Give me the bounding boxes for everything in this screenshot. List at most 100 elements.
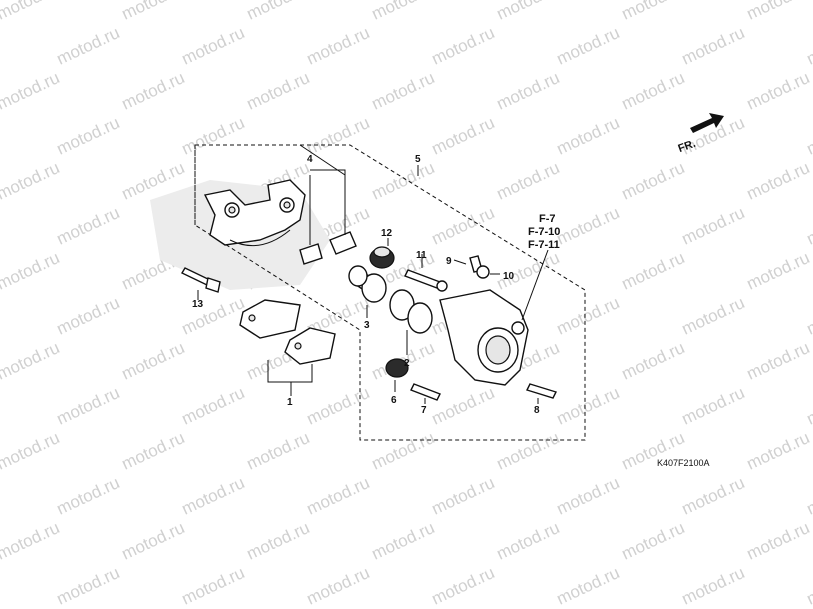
fr-direction-arrow: FR. [677,113,724,155]
callout-13: 13 [192,299,204,310]
watermark-text: motod.ru [554,23,623,69]
watermark-text: motod.ru [804,563,813,609]
watermark-text: motod.ru [244,518,313,564]
cap-10 [476,265,490,279]
watermark-text: motod.ru [304,383,373,429]
watermark-text: motod.ru [744,158,813,204]
watermark-text: motod.ru [179,563,248,609]
ref-f7-11: F-7-11 [528,239,560,251]
callout-10: 10 [503,271,515,282]
watermark-text: motod.ru [679,473,748,519]
watermark-text: motod.ru [179,293,248,339]
boot-6 [385,358,409,378]
brake-pads [239,299,336,365]
watermark-text: motod.ru [179,23,248,69]
callout-1: 1 [287,397,293,408]
bolt-8 [526,383,557,399]
watermark-text: motod.ru [0,158,62,204]
watermark-text: motod.ru [494,0,563,24]
callout-3: 3 [364,320,370,331]
watermark-text: motod.ru [54,293,123,339]
watermark-text: motod.ru [494,428,563,474]
watermark-text: motod.ru [369,0,438,24]
watermark-text: motod.ru [619,0,688,24]
callout-4: 4 [307,154,313,165]
watermark-text: motod.ru [304,563,373,609]
watermark-text: motod.ru [304,473,373,519]
watermark-text: motod.ru [429,563,498,609]
watermark-text: motod.ru [244,0,313,24]
watermark-text: motod.ru [429,203,498,249]
watermark-text: motod.ru [679,293,748,339]
seals-2 [389,289,433,334]
watermark-text: motod.ru [804,293,813,339]
watermark-text: motod.ru [619,338,688,384]
watermark-text: motod.ru [119,68,188,114]
watermark-text: motod.ru [369,428,438,474]
piston-3 [348,265,387,303]
watermark-text: motod.ru [54,563,123,609]
callout-7: 7 [421,405,427,416]
watermark-text: motod.ru [54,383,123,429]
watermark-text: motod.ru [619,68,688,114]
watermark-text: motod.ru [54,203,123,249]
watermark-text: motod.ru [179,383,248,429]
watermark-text: motod.ru [119,338,188,384]
watermark-text: motod.ru [429,383,498,429]
callout-5: 5 [415,154,421,165]
ref-f7-10: F-7-10 [528,226,560,238]
watermark-text: motod.ru [619,518,688,564]
watermark-text: motod.ru [119,518,188,564]
bolt-13 [181,267,221,293]
watermark-text: motod.ru [119,0,188,24]
watermark-text: motod.ru [679,203,748,249]
watermark-text: motod.ru [0,68,62,114]
watermark-text: motod.ru [494,68,563,114]
watermark-text: motod.ru [54,113,123,159]
caliper-body [439,289,529,386]
watermark-text: motod.ru [119,428,188,474]
callout-9: 9 [446,256,452,267]
watermark-text: motod.ru [744,338,813,384]
watermark-text: motod.ru [304,23,373,69]
watermark-text: motod.ru [54,473,123,519]
watermark-text: motod.ru [554,473,623,519]
callout-2: 2 [404,358,410,369]
watermark-text: motod.ru [179,113,248,159]
watermark-text: motod.ru [744,68,813,114]
watermark-text: motod.ru [744,248,813,294]
watermark-text: motod.ru [804,23,813,69]
watermark-text: motod.ru [554,203,623,249]
watermark-text: motod.ru [369,158,438,204]
watermark-text: motod.ru [804,113,813,159]
watermark-text: motod.ru [304,113,373,159]
watermark-text: motod.ru [369,518,438,564]
watermark-text: motod.ru [494,158,563,204]
watermark-text: motod.ru [804,383,813,429]
watermark-text: motod.ru [0,428,62,474]
watermark-text: motod.ru [619,158,688,204]
watermark-text: motod.ru [429,23,498,69]
watermark-text: motod.ru [744,428,813,474]
watermark-text: motod.ru [619,248,688,294]
callout-labels: 1 2 3 4 5 6 7 8 9 10 11 12 13 [192,154,540,416]
watermark-text: motod.ru [244,68,313,114]
watermark-text: motod.ru [0,338,62,384]
callout-12: 12 [381,228,393,239]
callout-11: 11 [416,250,427,261]
watermark-text: motod.ru [54,23,123,69]
watermark-text: motod.ru [554,383,623,429]
watermark-text: motod.ru [429,473,498,519]
callout-6: 6 [391,395,397,406]
watermark-text: motod.ru [744,0,813,24]
watermark-text: motod.ru [554,113,623,159]
pin-11 [404,269,448,292]
section-references: F-7 F-7-10 F-7-11 [528,213,560,251]
bolt-7 [410,383,441,401]
watermark-text: motod.ru [744,518,813,564]
watermark-text: motod.ru [804,473,813,519]
fr-label: FR. [677,138,698,155]
ref-f7: F-7 [539,213,556,225]
watermark-text: motod.ru [679,383,748,429]
